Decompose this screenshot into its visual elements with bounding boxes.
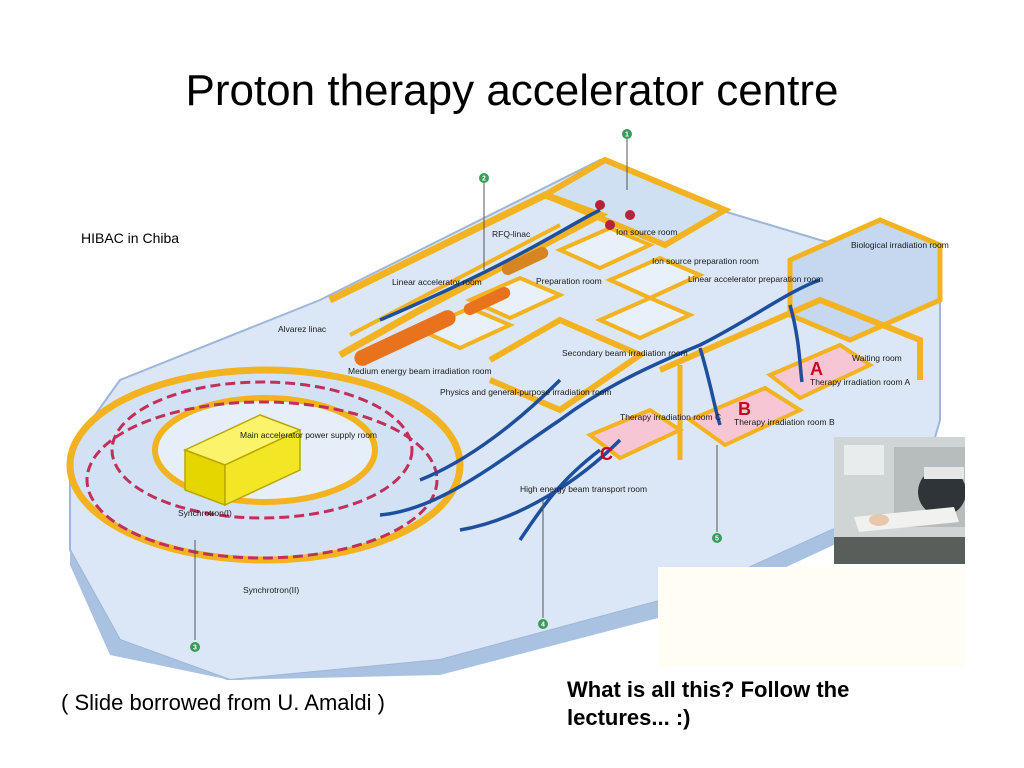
waiting-room-wall	[658, 296, 923, 380]
synchrotron-ring-2	[85, 400, 439, 560]
label-therapy-b: Therapy irradiation room B	[734, 417, 835, 427]
room-letter-c: C	[600, 444, 613, 464]
main-psu-block	[183, 414, 302, 507]
label-alvarez: Alvarez linac	[278, 324, 327, 334]
ion-source-room-walls	[538, 156, 732, 249]
svg-text:5: 5	[715, 536, 719, 543]
room-letter-b: B	[738, 399, 751, 419]
room-letter-a: A	[810, 359, 823, 379]
label-synchrotron-2: Synchrotron(II)	[243, 585, 299, 595]
treatment-room-photo-art	[834, 437, 965, 564]
label-secondary: Secondary beam irradiation room	[562, 348, 688, 358]
label-main-psu: Main accelerator power supply room	[240, 430, 377, 440]
treatment-room-photo	[834, 437, 965, 564]
label-rfq-linac: RFQ-linac	[492, 229, 531, 239]
ion-source-equipment	[595, 200, 635, 230]
label-high-energy: High energy beam transport room	[520, 484, 647, 494]
slide-subtitle: HIBAC in Chiba	[81, 230, 180, 246]
label-therapy-c: Therapy irradiation room C	[620, 412, 721, 422]
label-prep-room: Preparation room	[536, 276, 602, 286]
slide-question: What is all this? Follow the lectures...…	[567, 677, 850, 730]
marker-3: 3	[190, 642, 200, 652]
svg-text:2: 2	[482, 176, 486, 183]
slide-credit: ( Slide borrowed from U. Amaldi )	[61, 690, 385, 715]
marker-4: 4	[538, 619, 548, 629]
label-ion-source-prep: Ion source preparation room	[652, 256, 759, 266]
facility-floor-edge	[70, 490, 920, 680]
therapy-room-a-floor	[766, 342, 875, 401]
label-medium: Medium energy beam irradiation room	[348, 366, 492, 376]
slide-title: Proton therapy accelerator centre	[185, 66, 839, 115]
marker-2: 2	[479, 173, 489, 183]
label-bio-room: Biological irradiation room	[851, 240, 949, 250]
label-linac-room: Linear accelerator room	[392, 277, 482, 287]
label-therapy-a: Therapy irradiation room A	[810, 377, 910, 387]
preparation-rooms	[415, 225, 705, 351]
label-linac-prep: Linear accelerator preparation room	[688, 274, 823, 284]
linac-hall-wall	[328, 191, 609, 359]
synchrotron-ring-1	[110, 380, 414, 520]
label-physics: Physics and general-purpose irradiation …	[440, 387, 612, 397]
beamlines	[379, 208, 821, 541]
rfq-linac	[501, 246, 549, 276]
svg-text:1: 1	[625, 132, 629, 139]
marker-5: 5	[712, 533, 722, 543]
alvarez-linac	[354, 286, 511, 366]
label-ion-source-room: Ion source room	[616, 227, 677, 237]
marker-1: 1	[622, 129, 632, 139]
svg-text:3: 3	[193, 645, 197, 652]
accelerator-facility-diagram: 1 2 3 4 5 RFQ-linac Ion source room Ion …	[66, 129, 949, 680]
label-waiting: Waiting room	[852, 353, 902, 363]
svg-text:4: 4	[541, 622, 545, 629]
label-synchrotron-1: Synchrotron(I)	[178, 508, 232, 518]
marker-leaders	[194, 138, 718, 640]
photo-backdrop	[658, 567, 965, 667]
therapy-room-b-floor	[685, 385, 805, 448]
